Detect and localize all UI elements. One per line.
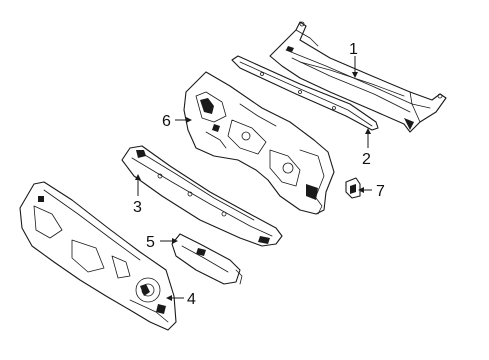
callout-5: 5 — [146, 234, 155, 251]
part-4-dash-panel — [19, 181, 177, 331]
part-3-plenum-panel — [121, 145, 283, 247]
part-7-clip — [345, 177, 361, 199]
part-6-dash-insulator — [183, 71, 335, 215]
callout-leaders — [135, 56, 372, 301]
part-1-cowl-grille-panel — [269, 21, 447, 133]
callout-4: 4 — [187, 291, 196, 308]
part-5-bracket — [171, 233, 243, 285]
callout-labels: 1 2 3 4 5 6 7 — [133, 41, 385, 308]
part-2-seal-strip — [231, 55, 379, 131]
callout-6: 6 — [162, 113, 171, 130]
callout-1: 1 — [349, 41, 358, 58]
callout-2: 2 — [362, 151, 371, 168]
callout-7: 7 — [376, 183, 385, 200]
callout-3: 3 — [133, 199, 142, 216]
